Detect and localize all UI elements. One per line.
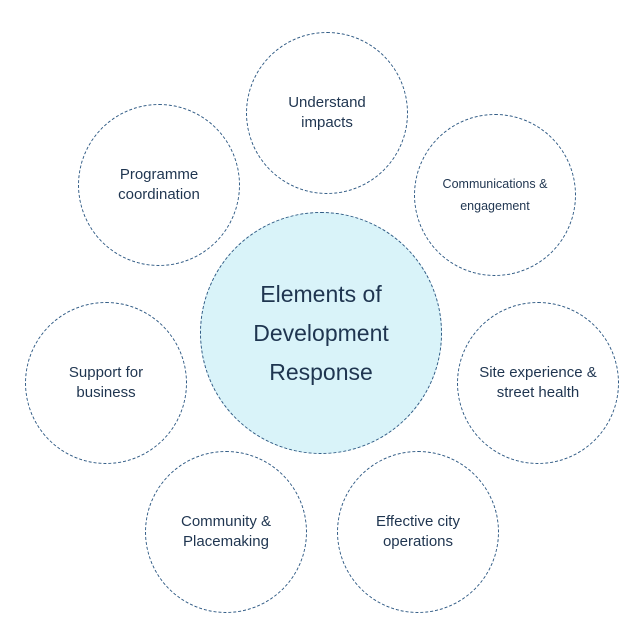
element-label: Understand impacts	[288, 94, 366, 131]
element-community-placemaking: Community & Placemaking	[145, 451, 307, 613]
element-programme-coordination: Programme coordination	[78, 104, 240, 266]
element-label: Communications & engagement	[442, 177, 548, 213]
element-label: Programme coordination	[118, 166, 200, 203]
element-label: Effective city operations	[376, 513, 460, 550]
element-site-experience: Site experience & street health	[457, 302, 619, 464]
center-label: Elements of Development Response	[253, 280, 389, 385]
element-label: Site experience & street health	[479, 364, 597, 401]
center-circle: Elements of Development Response	[200, 212, 442, 454]
element-label: Support for business	[68, 364, 144, 401]
element-label: Community & Placemaking	[180, 513, 272, 550]
element-understand-impacts: Understand impacts	[246, 32, 408, 194]
element-support-for-business: Support for business	[25, 302, 187, 464]
element-communications-engagement: Communications & engagement	[414, 114, 576, 276]
element-effective-city-operations: Effective city operations	[337, 451, 499, 613]
